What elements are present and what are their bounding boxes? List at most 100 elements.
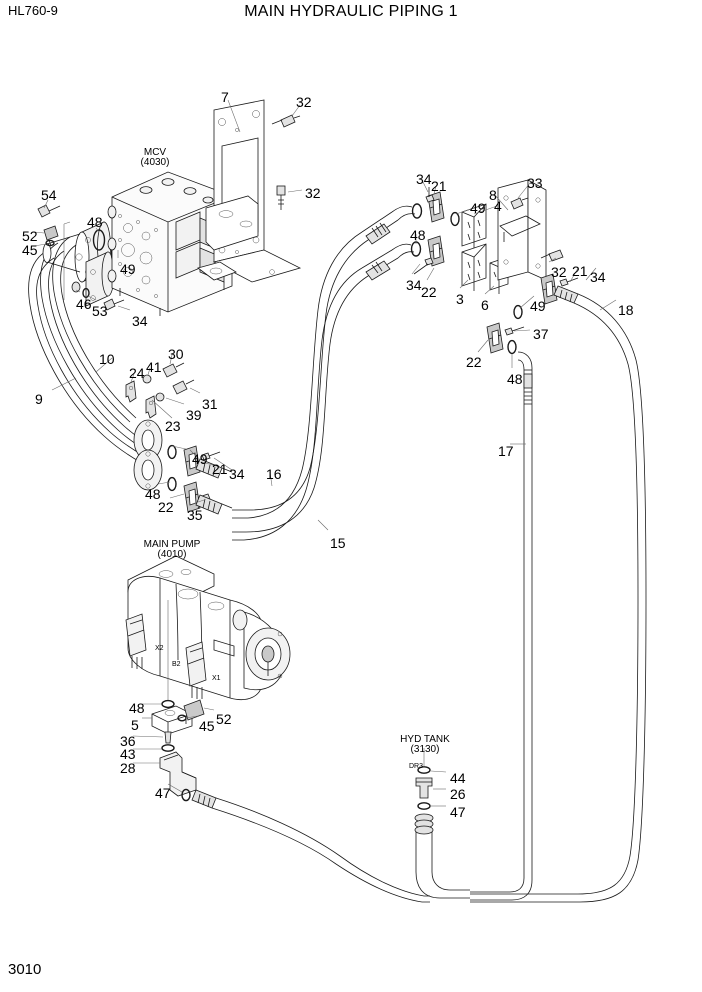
callout-33: 33 [527,175,543,191]
bolt-30 [162,362,185,378]
callout-5: 5 [131,717,139,733]
callout-34: 34 [132,313,148,329]
hose-15-pump-end [195,494,233,515]
port-label-x2: X2 [155,645,164,652]
main-pump-body [125,555,291,700]
page-number: 3010 [8,961,42,978]
callout-48: 48 [129,700,145,716]
callout-49: 49 [530,298,546,314]
hose-15-end-fitting [361,243,415,281]
bolt-34-r1 [425,187,435,203]
callout-22: 22 [158,499,174,515]
assembly-code: (3130) [410,744,440,755]
callout-22: 22 [421,284,437,300]
assembly-name: MCV [143,147,167,158]
callout-32: 32 [305,185,321,201]
valve-block-4 [461,203,487,251]
callout-37: 37 [533,326,549,342]
callout-44: 44 [450,770,466,786]
callout-54: 54 [41,187,57,203]
o-ring-49-pump [167,444,177,460]
callout-15: 15 [330,535,346,551]
callout-43: 43 [120,746,136,762]
o-ring-48-r1 [411,203,423,219]
callout-10: 10 [99,351,115,367]
callout-28: 28 [120,760,136,776]
tank-hose-end [414,813,470,899]
callout-45: 45 [199,718,215,734]
o-ring-44 [417,766,431,774]
callout-49: 49 [192,451,208,467]
callout-3: 3 [456,291,464,307]
callout-18: 18 [618,302,634,318]
hose-15 [232,267,369,541]
o-ring-48-mcv [92,229,106,251]
callout-6: 6 [481,297,489,313]
hose-16 [232,231,369,519]
model-code: HL760-9 [8,3,58,18]
callout-49: 49 [120,261,136,277]
adapter-5 [151,705,193,735]
callout-41: 41 [146,359,162,375]
split-flange-22-r1 [427,235,445,267]
callout-48: 48 [87,214,103,230]
callout-21: 21 [572,263,588,279]
assembly-title-mcv: MCV (4030) [125,148,185,168]
hose-16-pump-end [195,458,233,479]
page-title: MAIN HYDRAULIC PIPING 1 [244,3,458,20]
washer-39 [155,392,165,402]
bolt-34-mcv [103,298,125,311]
callout-35: 35 [187,507,203,523]
callout-48: 48 [145,486,161,502]
callout-9: 9 [35,391,43,407]
bracket-7 [197,99,302,283]
callout-21: 21 [431,178,447,194]
callout-36: 36 [120,733,136,749]
callout-4: 4 [494,198,502,214]
split-flange-22-r2 [486,322,504,354]
bolt-37 [504,326,525,336]
callout-34: 34 [590,269,606,285]
bracket-8 [497,179,547,281]
assembly-title-hyd-tank: HYD TANK (3130) [390,735,460,755]
bolt-31 [172,379,195,395]
callout-7: 7 [221,89,229,105]
plug-36 [164,731,172,744]
adapter-26 [415,777,433,799]
callout-21: 21 [212,461,228,477]
callout-22: 22 [466,354,482,370]
callout-53: 53 [92,303,108,319]
o-ring-49-r1 [450,211,460,227]
o-ring-43 [161,744,175,752]
callout-48: 48 [507,371,523,387]
part-46 [71,281,81,293]
mcv-flange-assembly [42,221,115,307]
clamp-24 [125,380,137,403]
callout-52: 52 [216,711,232,727]
o-ring-48-r2 [410,241,422,257]
callout-48: 48 [410,227,426,243]
callout-32: 32 [551,264,567,280]
part-53 [82,287,90,299]
callout-39: 39 [186,407,202,423]
callout-24: 24 [129,365,145,381]
o-ring-48-r3 [507,339,517,355]
callout-16: 16 [266,466,282,482]
callout-31: 31 [202,396,218,412]
assembly-code: (4030) [140,157,170,168]
callout-30: 30 [168,346,184,362]
o-ring-47-tank [417,802,431,810]
bolt-34-r3 [559,277,579,287]
port-label-x1: X1 [212,675,221,682]
hose-9 [28,249,145,463]
leader-lines [33,99,617,807]
assembly-name: HYD TANK [400,734,450,745]
bolt-34-r2 [413,257,434,275]
bolt-33 [510,197,529,210]
o-ring-48-pump-suction [161,699,175,709]
callout-34: 34 [406,277,422,293]
assembly-code: (4010) [157,549,187,560]
callout-34: 34 [416,171,432,187]
